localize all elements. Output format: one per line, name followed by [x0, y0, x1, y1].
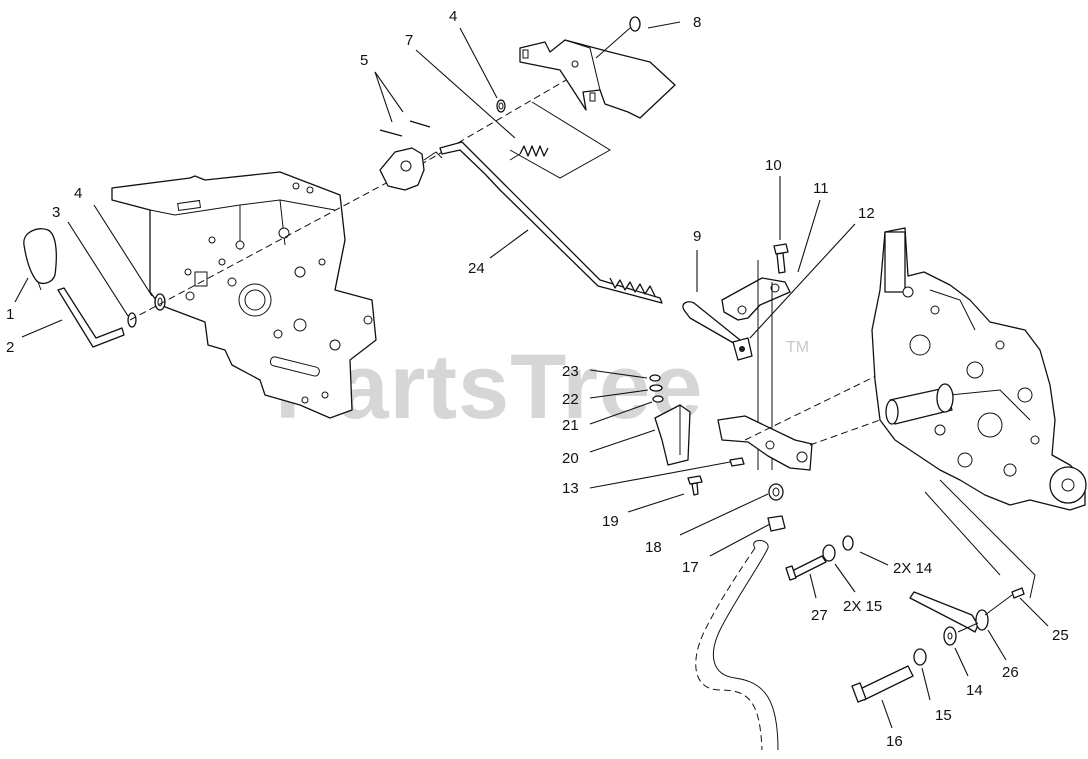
pin-13: [729, 457, 745, 467]
callout-20: 20: [562, 450, 579, 467]
pin-25: [1011, 587, 1025, 599]
washer-15-upper: [822, 544, 836, 562]
cotter-pin-b: [409, 120, 431, 128]
callout-15: 15: [935, 707, 952, 724]
bushing-4-upper: [496, 99, 506, 113]
pivot-bracket: [379, 147, 443, 191]
callout-19: 19: [602, 513, 619, 530]
callout-17: 17: [682, 559, 699, 576]
callout-23: 23: [562, 363, 579, 380]
cotter-pin-a: [379, 129, 403, 137]
shift-lever: [57, 287, 125, 348]
callout-4-upper: 4: [449, 8, 457, 25]
control-rod-26: [909, 591, 989, 633]
leader-lines: [14, 21, 1049, 729]
washer-15-lower: [913, 648, 927, 666]
transmission: [871, 227, 1087, 511]
bolt-16: [851, 665, 914, 703]
callout-9: 9: [693, 228, 701, 245]
callout-4-left: 4: [74, 185, 82, 202]
watermark-trademark: TM: [786, 339, 809, 356]
callout-3: 3: [52, 204, 60, 221]
bracket-20: [654, 404, 691, 466]
callout-13: 13: [562, 480, 579, 497]
callout-26: 26: [1002, 664, 1019, 681]
shift-knob: [23, 228, 57, 291]
callout-2x14: 2X 14: [893, 560, 932, 577]
callout-18: 18: [645, 539, 662, 556]
callout-14: 14: [966, 682, 983, 699]
lock-nut-12: [732, 337, 753, 361]
bushing-18: [768, 483, 784, 501]
callout-27: 27: [811, 607, 828, 624]
washer-14-upper: [842, 535, 854, 551]
washer-14-lower: [943, 626, 957, 646]
callout-8: 8: [693, 14, 701, 31]
callout-2x15: 2X 15: [843, 598, 882, 615]
callout-22: 22: [562, 391, 579, 408]
washer-3: [127, 312, 137, 328]
linkage-rod: [439, 141, 663, 304]
callout-24: 24: [468, 260, 485, 277]
callout-21: 21: [562, 417, 579, 434]
bolt-27: [785, 555, 827, 581]
pivot-plate-11: [721, 277, 791, 321]
washer-23: [649, 374, 661, 382]
callout-10: 10: [765, 157, 782, 174]
bushing-4: [154, 293, 166, 311]
nut-17: [767, 515, 786, 532]
washer-22: [649, 384, 663, 392]
callout-25: 25: [1052, 627, 1069, 644]
callout-1: 1: [6, 306, 14, 323]
flex-tube: [695, 540, 779, 751]
callout-7: 7: [405, 32, 413, 49]
upper-bracket: [519, 39, 676, 119]
callout-5: 5: [360, 52, 368, 69]
clip-21: [652, 395, 664, 403]
callout-16: 16: [886, 733, 903, 750]
callout-11: 11: [813, 180, 829, 197]
callout-2: 2: [6, 339, 14, 356]
washer-8: [629, 16, 641, 32]
screw-19: [687, 475, 703, 496]
bolt-10: [773, 243, 789, 274]
callout-12: 12: [858, 205, 875, 222]
